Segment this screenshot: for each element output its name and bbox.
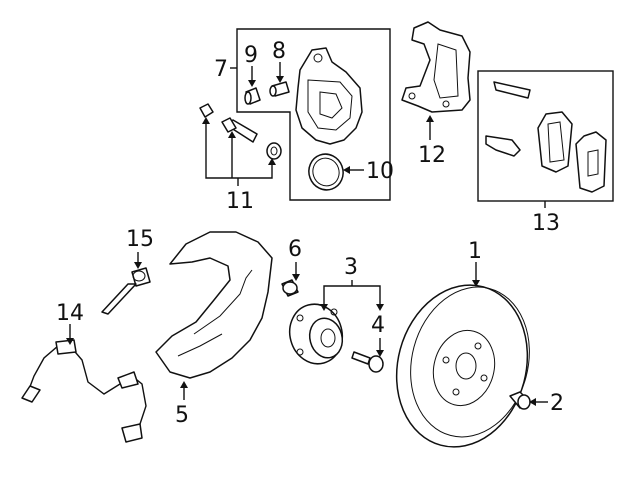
callout-5: 5 bbox=[175, 403, 189, 428]
callout-10: 10 bbox=[366, 159, 394, 184]
dust-cap-9: 9 bbox=[244, 43, 261, 105]
callout-13: 13 bbox=[532, 211, 560, 236]
caliper-group: 7 8 9 10 bbox=[214, 28, 394, 201]
splash-shield-5: 5 bbox=[155, 231, 273, 428]
shield-bolt-6: 6 bbox=[281, 237, 302, 297]
brake-pads-group-13: 13 bbox=[477, 70, 614, 236]
callout-4: 4 bbox=[371, 313, 385, 338]
callout-3: 3 bbox=[344, 255, 358, 280]
callout-9: 9 bbox=[244, 43, 258, 68]
callout-6: 6 bbox=[288, 237, 302, 262]
callout-15: 15 bbox=[126, 227, 154, 252]
seal-ring-10: 10 bbox=[308, 153, 394, 191]
hub-bolt-4: 4 bbox=[351, 313, 385, 373]
callout-2: 2 bbox=[550, 391, 564, 416]
callout-7: 7 bbox=[214, 57, 228, 82]
rotor-screw-2: 2 bbox=[509, 391, 564, 416]
abs-sensor-wire-14: 14 bbox=[21, 301, 147, 443]
callout-8: 8 bbox=[272, 39, 286, 64]
brake-rotor-1: 1 bbox=[395, 239, 530, 448]
callout-12: 12 bbox=[418, 143, 446, 168]
brake-caliper bbox=[295, 47, 363, 145]
caliper-hardware-11: 11 bbox=[199, 103, 282, 214]
wheel-hub-3: 3 bbox=[288, 255, 384, 365]
sensor-bolt-15: 15 bbox=[101, 227, 154, 315]
caliper-bracket-12: 12 bbox=[401, 21, 471, 168]
callout-14: 14 bbox=[56, 301, 84, 326]
guide-pin-8: 8 bbox=[269, 39, 290, 97]
callout-1: 1 bbox=[468, 239, 482, 264]
caliper-group-box bbox=[236, 28, 391, 201]
callout-11: 11 bbox=[226, 189, 254, 214]
